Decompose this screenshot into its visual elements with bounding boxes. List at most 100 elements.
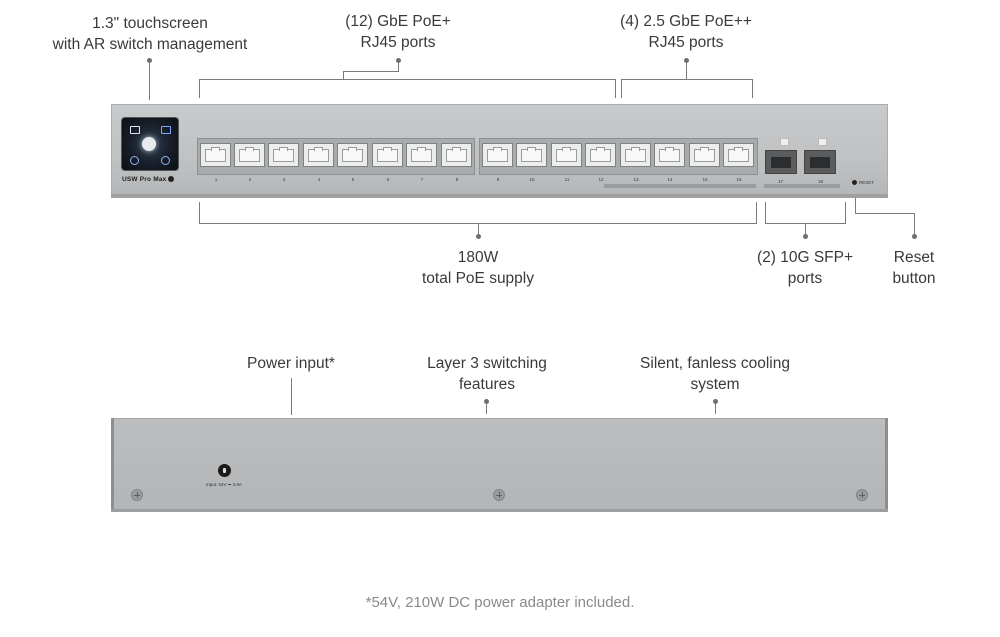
port-label: 1 — [214, 177, 218, 182]
callout-line — [686, 62, 687, 79]
sfp-led-17 — [780, 138, 789, 146]
rj45-port-16[interactable] — [723, 143, 754, 167]
rj45-port-6[interactable] — [372, 143, 403, 167]
callout-sfp-ports: (2) 10G SFP+ ports — [756, 249, 854, 287]
port-label: 3 — [282, 177, 286, 182]
callout-dot — [713, 399, 718, 404]
footnote: *54V, 210W DC power adapter included. — [365, 594, 635, 611]
callout-line — [805, 223, 806, 235]
screw-icon — [131, 489, 143, 501]
callout-dot — [476, 234, 481, 239]
bracket-gbe-right — [615, 79, 616, 98]
callout-line-reset — [855, 213, 915, 214]
rj45-port-11[interactable] — [551, 143, 582, 167]
back-panel-edge — [885, 418, 888, 512]
bracket-poe — [199, 202, 200, 223]
screen-center-icon — [142, 137, 156, 151]
rj45-port-13[interactable] — [620, 143, 651, 167]
rj45-port-2[interactable] — [234, 143, 265, 167]
port-label: 11 — [564, 177, 570, 182]
callout-dot — [147, 58, 152, 63]
reset-button[interactable] — [852, 180, 857, 185]
model-label: USW Pro Max — [122, 176, 175, 183]
callout-line — [149, 62, 150, 100]
rj45-port-10[interactable] — [516, 143, 547, 167]
callout-line-reset — [855, 198, 856, 214]
port-label: 7 — [420, 177, 424, 182]
port-label: 12 — [598, 177, 604, 182]
port-label: 16 — [736, 177, 742, 182]
reset-label: RESET — [859, 180, 875, 185]
port-label: 13 — [633, 177, 639, 182]
callout-dot — [684, 58, 689, 63]
power-input-jack[interactable] — [218, 464, 231, 477]
callout-power-input: Power input* — [247, 355, 335, 372]
rj45-port-4[interactable] — [303, 143, 334, 167]
port-label: 2 — [248, 177, 252, 182]
rj45-port-12[interactable] — [585, 143, 616, 167]
rj45-port-5[interactable] — [337, 143, 368, 167]
sfp-label: 18 — [818, 179, 824, 184]
rj45-port-15[interactable] — [689, 143, 720, 167]
bracket-sfp — [765, 202, 766, 223]
25gbe-group-bar — [604, 184, 756, 188]
bracket-25-left — [621, 79, 622, 98]
rj45-port-1[interactable] — [200, 143, 231, 167]
bracket-poe — [756, 202, 757, 223]
screw-icon — [856, 489, 868, 501]
bracket-gbe — [199, 79, 615, 80]
model-text: USW Pro Max — [122, 176, 167, 183]
rj45-port-3[interactable] — [268, 143, 299, 167]
screen-app-icon — [130, 126, 140, 134]
port-label: 8 — [455, 177, 459, 182]
rj45-port-14[interactable] — [654, 143, 685, 167]
port-label: 15 — [702, 177, 708, 182]
back-panel-edge — [111, 509, 888, 512]
sfp-port-17[interactable] — [765, 150, 797, 174]
callout-touchscreen: 1.3" touchscreen with AR switch manageme… — [52, 15, 248, 53]
callout-line — [398, 62, 399, 72]
callout-line — [478, 223, 479, 235]
callout-gbe-ports: (12) GbE PoE+ RJ45 ports — [345, 13, 451, 51]
callout-dot — [484, 399, 489, 404]
port-label: 6 — [386, 177, 390, 182]
callout-line — [343, 71, 344, 80]
brand-logo-icon — [168, 176, 175, 183]
callout-line — [486, 403, 487, 414]
callout-layer3: Layer 3 switching features — [427, 355, 547, 393]
callout-cooling: Silent, fanless cooling system — [640, 355, 790, 393]
rj45-port-7[interactable] — [406, 143, 437, 167]
callout-dot — [912, 234, 917, 239]
callout-25gbe-ports: (4) 2.5 GbE PoE++ RJ45 ports — [620, 13, 752, 51]
bracket-25 — [621, 79, 752, 80]
sfp-port-18[interactable] — [804, 150, 836, 174]
bracket-sfp — [845, 202, 846, 223]
callout-reset-button: Reset button — [892, 249, 936, 287]
front-panel-edge — [111, 194, 888, 198]
callout-poe-supply: 180W total PoE supply — [421, 249, 534, 287]
screw-icon — [493, 489, 505, 501]
port-label: 9 — [496, 177, 500, 182]
port-label: 4 — [317, 177, 321, 182]
sfp-led-18 — [818, 138, 827, 146]
callout-line-reset — [914, 213, 915, 235]
screen-power-icon — [130, 156, 139, 165]
touchscreen[interactable] — [121, 117, 179, 171]
callout-line — [715, 403, 716, 414]
port-label: 14 — [667, 177, 673, 182]
bracket-25-right — [752, 79, 753, 98]
port-label: 10 — [529, 177, 535, 182]
screen-info-icon — [161, 156, 170, 165]
screen-lock-icon — [161, 126, 171, 134]
sfp-group-bar — [764, 184, 840, 188]
power-input-label: Input: 54V ⎓ 3.9A — [206, 482, 242, 487]
callout-line — [343, 71, 399, 72]
bracket-gbe-left — [199, 79, 200, 98]
callout-line — [291, 378, 292, 415]
callout-dot — [803, 234, 808, 239]
port-label: 5 — [351, 177, 355, 182]
back-panel-edge — [111, 418, 114, 512]
callout-dot — [396, 58, 401, 63]
rj45-port-8[interactable] — [441, 143, 472, 167]
rj45-port-9[interactable] — [482, 143, 513, 167]
